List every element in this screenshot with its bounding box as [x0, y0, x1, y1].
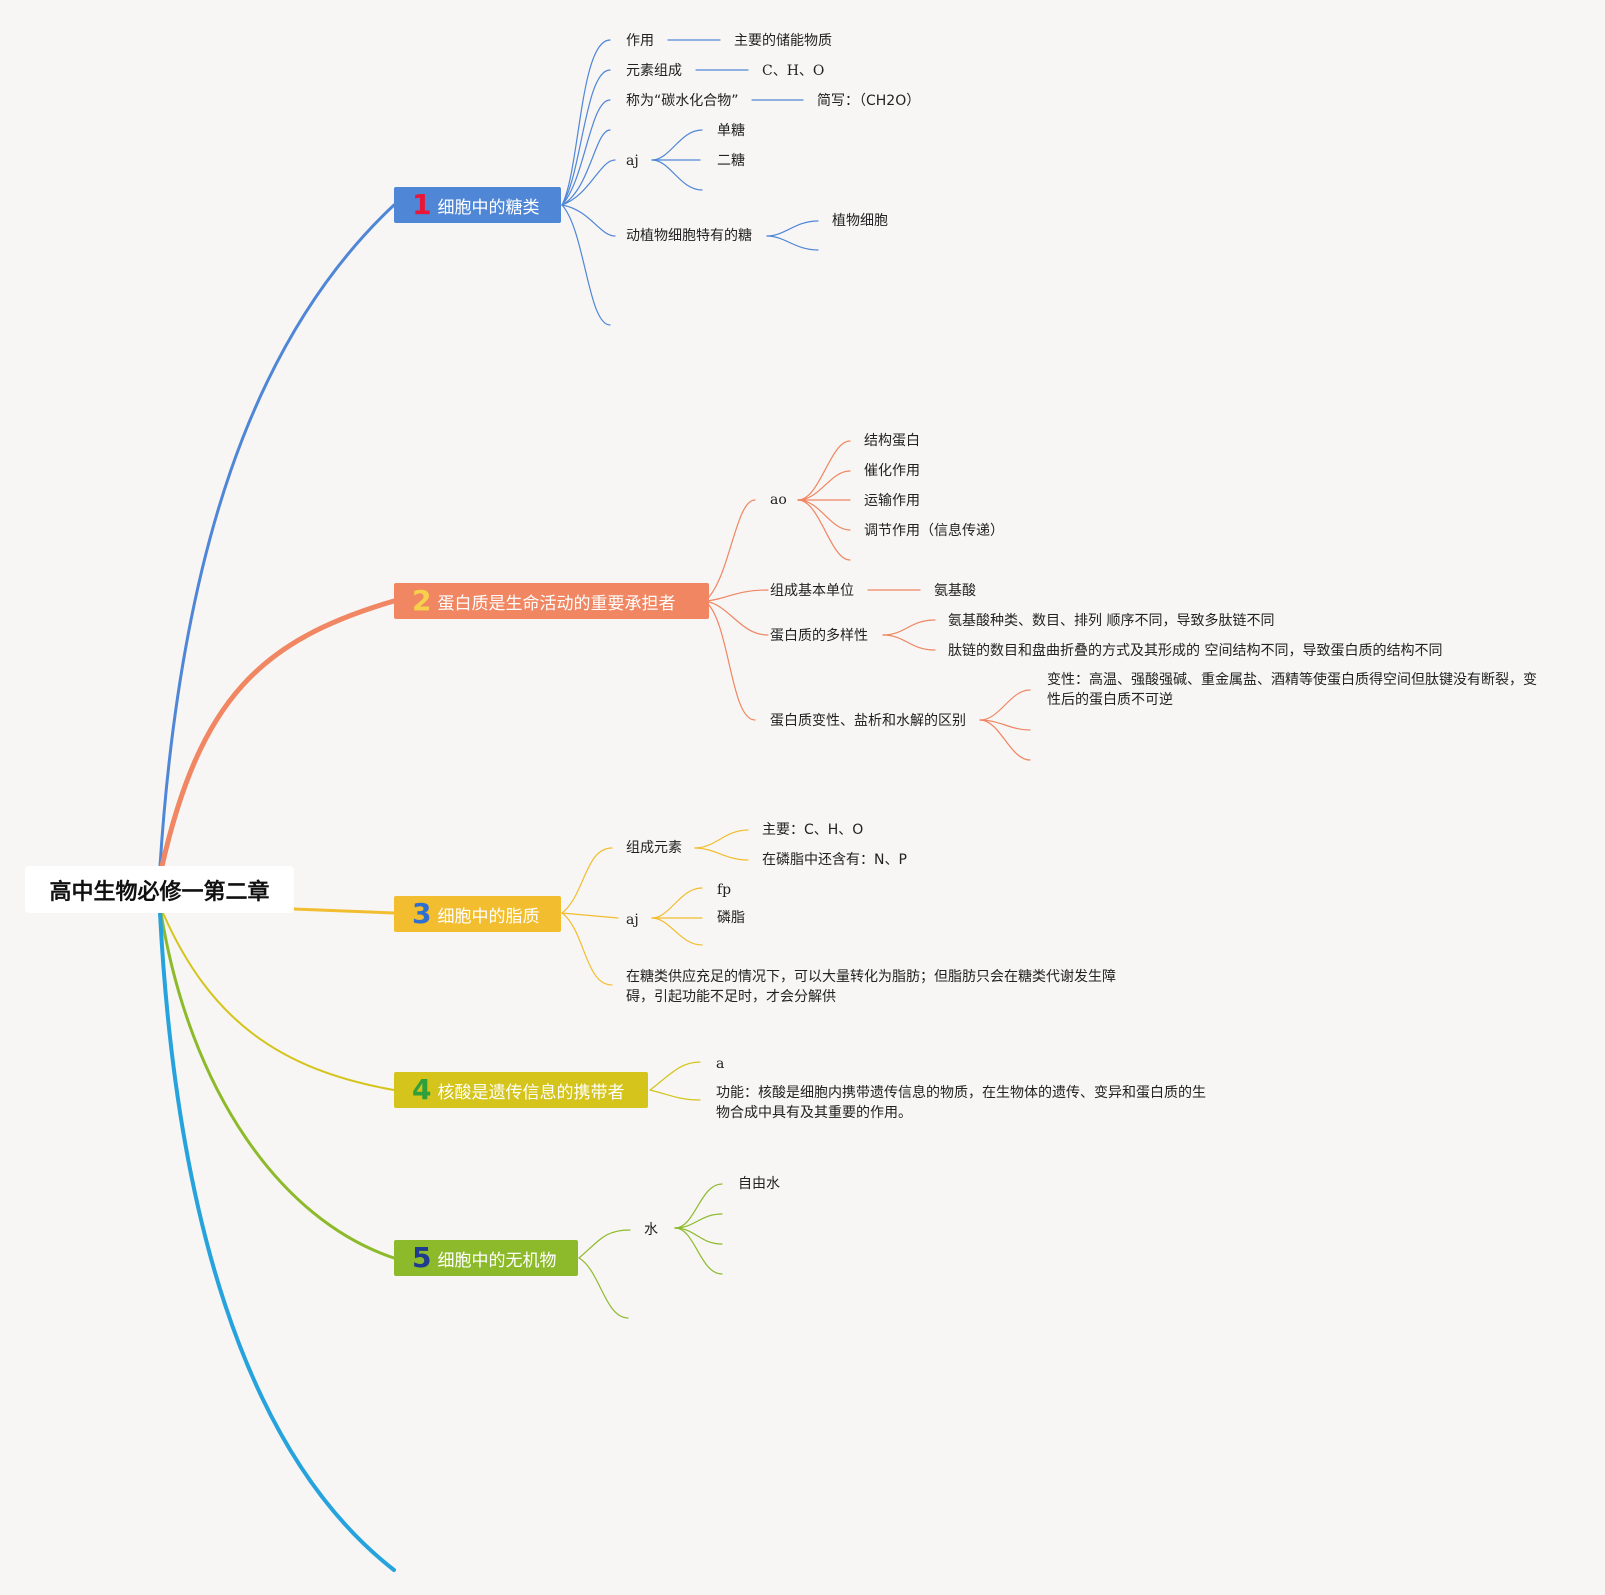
branch-lipids[interactable]: 3 细胞中的脂质 — [394, 896, 561, 932]
topic-water[interactable]: 水 — [644, 1222, 658, 1238]
topic-monosaccharide[interactable]: 单糖 — [717, 123, 745, 139]
branch-inorganics[interactable]: 5 细胞中的无机物 — [394, 1240, 578, 1276]
topic-role[interactable]: 作用 — [626, 33, 654, 49]
topic-regulation[interactable]: 调节作用（信息传递） — [864, 523, 1004, 539]
connector-root-b4 — [162, 912, 395, 1091]
branch-proteins[interactable]: 2 蛋白质是生命活动的重要承担者 — [394, 583, 709, 619]
branch-number: 5 — [412, 1241, 432, 1274]
topic-lipid-main-elements[interactable]: 主要：C、H、O — [762, 822, 864, 838]
connector-root-b3 — [292, 907, 396, 915]
branch-label: 细胞中的脂质 — [437, 906, 540, 927]
root-title: 高中生物必修一第二章 — [49, 879, 270, 905]
topic-aj[interactable]: aj — [626, 153, 639, 169]
topic-transport[interactable]: 运输作用 — [864, 493, 920, 509]
branch-number: 3 — [412, 897, 432, 930]
topic-lipid-fp[interactable]: fp — [717, 882, 732, 898]
branch-nucleic-acids[interactable]: 4 核酸是遗传信息的携带者 — [394, 1072, 648, 1108]
topic-structural-protein[interactable]: 结构蛋白 — [864, 433, 920, 449]
topic-elements-value[interactable]: C、H、O — [762, 63, 825, 79]
topic-nucleic-function[interactable]: 功能：核酸是细胞内携带遗传信息的物质，在生物体的遗传、变异和蛋白质的生物合成中具… — [716, 1085, 1206, 1121]
root-topic[interactable]: 高中生物必修一第二章 — [25, 866, 294, 913]
connector-root-b2 — [159, 598, 397, 869]
connector-root-b5 — [159, 911, 396, 1260]
branch-label: 细胞中的无机物 — [437, 1250, 557, 1271]
topic-diversity-reason-1[interactable]: 氨基酸种类、数目、排列 顺序不同，导致多肽链不同 — [948, 613, 1275, 629]
topic-nucleic-a[interactable]: a — [716, 1056, 725, 1072]
connector-root-b6 — [158, 911, 396, 1572]
topic-lipid-elements[interactable]: 组成元素 — [626, 840, 682, 856]
topic-denaturation-detail[interactable]: 变性：高温、强酸强碱、重金属盐、酒精等使蛋白质得空间但肽键没有断裂，变性后的蛋白… — [1047, 672, 1537, 708]
topic-disaccharide[interactable]: 二糖 — [717, 153, 745, 169]
topic-lipid-extra-elements[interactable]: 在磷脂中还含有：N、P — [762, 852, 907, 868]
topic-lipid-note[interactable]: 在糖类供应充足的情况下，可以大量转化为脂肪；但脂肪只会在糖类代谢发生障碍，引起功… — [626, 969, 1116, 1005]
topic-amino-acid[interactable]: 氨基酸 — [934, 583, 976, 599]
topic-called[interactable]: 称为“碳水化合物” — [626, 93, 739, 109]
topic-special-sugar[interactable]: 动植物细胞特有的糖 — [626, 228, 752, 244]
connector-root-b1 — [158, 203, 396, 868]
branch-label: 细胞中的糖类 — [437, 197, 540, 218]
topic-catalysis[interactable]: 催化作用 — [864, 463, 920, 479]
topic-basic-unit[interactable]: 组成基本单位 — [770, 583, 854, 599]
topic-free-water[interactable]: 自由水 — [738, 1176, 780, 1192]
branch-carbohydrates[interactable]: 1 细胞中的糖类 — [394, 187, 561, 223]
topic-denaturation[interactable]: 蛋白质变性、盐析和水解的区别 — [770, 713, 966, 729]
topic-role-value[interactable]: 主要的储能物质 — [734, 33, 832, 49]
topic-diversity[interactable]: 蛋白质的多样性 — [770, 628, 868, 644]
branch-number: 4 — [412, 1073, 432, 1106]
topic-elements[interactable]: 元素组成 — [626, 63, 682, 79]
topic-plant-cell[interactable]: 植物细胞 — [832, 213, 888, 229]
branch-label: 核酸是遗传信息的携带者 — [437, 1082, 625, 1103]
branch-label: 蛋白质是生命活动的重要承担者 — [437, 593, 676, 614]
topic-lipid-aj[interactable]: aj — [626, 912, 639, 928]
topic-ao[interactable]: ao — [770, 492, 787, 508]
branch-number: 2 — [412, 584, 432, 617]
topic-called-value[interactable]: 简写：（CH2O） — [817, 93, 921, 109]
topic-diversity-reason-2[interactable]: 肽链的数目和盘曲折叠的方式及其形成的 空间结构不同，导致蛋白质的结构不同 — [948, 643, 1443, 659]
branch-number: 1 — [412, 188, 432, 221]
topic-phospholipid[interactable]: 磷脂 — [717, 910, 745, 926]
